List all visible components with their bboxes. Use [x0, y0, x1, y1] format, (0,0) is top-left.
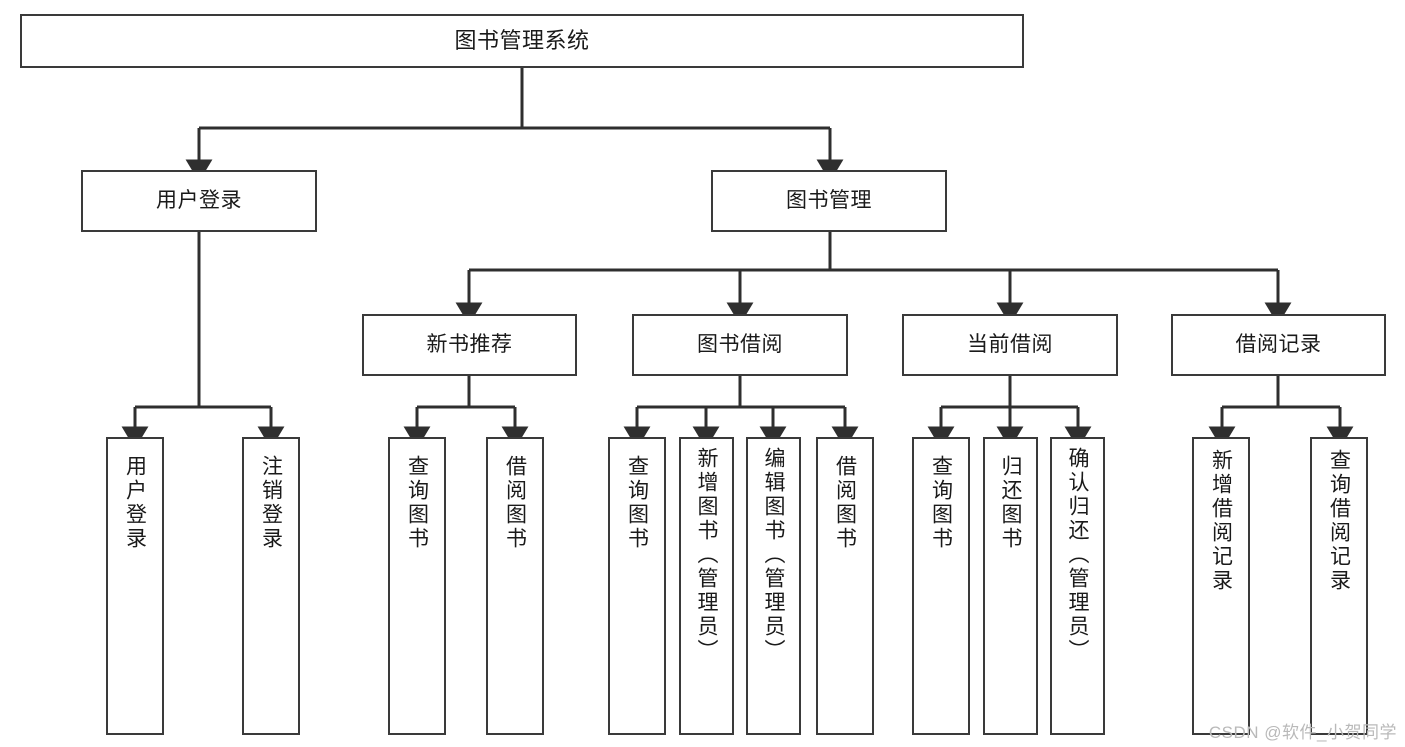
leaf-book-borrow-add-label: 新增图书（管理员） — [695, 447, 718, 663]
leaf-book-borrow-edit[interactable]: 编辑图书（管理员） — [746, 437, 801, 735]
leaf-user-login-login-label: 用户登录 — [123, 455, 147, 551]
node-current-borrow[interactable]: 当前借阅 — [902, 314, 1118, 376]
node-user-login-label: 用户登录 — [156, 189, 242, 213]
node-borrow-record-label: 借阅记录 — [1235, 333, 1322, 357]
leaf-user-login-logout[interactable]: 注销登录 — [242, 437, 300, 735]
csdn-watermark: CSDN @软件_小贺同学 — [1208, 723, 1397, 742]
node-user-login[interactable]: 用户登录 — [81, 170, 317, 232]
node-book-management[interactable]: 图书管理 — [711, 170, 947, 232]
leaf-borrow-record-add[interactable]: 新增借阅记录 — [1192, 437, 1250, 735]
leaf-new-book-query[interactable]: 查询图书 — [388, 437, 446, 735]
node-book-borrow[interactable]: 图书借阅 — [632, 314, 848, 376]
leaf-current-borrow-query-label: 查询图书 — [929, 455, 953, 551]
leaf-user-login-login[interactable]: 用户登录 — [106, 437, 164, 735]
leaf-current-borrow-query[interactable]: 查询图书 — [912, 437, 970, 735]
node-root-system[interactable]: 图书管理系统 — [20, 14, 1024, 68]
node-book-borrow-label: 图书借阅 — [697, 333, 783, 357]
leaf-new-book-query-label: 查询图书 — [405, 455, 429, 551]
leaf-current-borrow-confirm[interactable]: 确认归还（管理员） — [1050, 437, 1105, 735]
leaf-current-borrow-return[interactable]: 归还图书 — [983, 437, 1038, 735]
leaf-current-borrow-confirm-label: 确认归还（管理员） — [1066, 447, 1089, 663]
leaf-book-borrow-query-label: 查询图书 — [625, 455, 649, 551]
leaf-book-borrow-borrow-label: 借阅图书 — [833, 455, 857, 551]
leaf-book-borrow-borrow[interactable]: 借阅图书 — [816, 437, 874, 735]
node-new-book-recommend[interactable]: 新书推荐 — [362, 314, 577, 376]
leaf-book-borrow-edit-label: 编辑图书（管理员） — [762, 447, 785, 663]
leaf-user-login-logout-label: 注销登录 — [259, 455, 283, 551]
leaf-book-borrow-add[interactable]: 新增图书（管理员） — [679, 437, 734, 735]
leaf-new-book-borrow[interactable]: 借阅图书 — [486, 437, 544, 735]
node-book-management-label: 图书管理 — [786, 189, 872, 213]
node-root-system-label: 图书管理系统 — [454, 27, 590, 53]
leaf-new-book-borrow-label: 借阅图书 — [503, 455, 527, 551]
leaf-borrow-record-add-label: 新增借阅记录 — [1209, 449, 1233, 593]
node-new-book-recommend-label: 新书推荐 — [426, 333, 513, 357]
leaf-borrow-record-query-label: 查询借阅记录 — [1327, 449, 1351, 593]
node-borrow-record[interactable]: 借阅记录 — [1171, 314, 1386, 376]
node-current-borrow-label: 当前借阅 — [967, 333, 1053, 357]
leaf-borrow-record-query[interactable]: 查询借阅记录 — [1310, 437, 1368, 735]
leaf-book-borrow-query[interactable]: 查询图书 — [608, 437, 666, 735]
leaf-current-borrow-return-label: 归还图书 — [999, 455, 1022, 551]
